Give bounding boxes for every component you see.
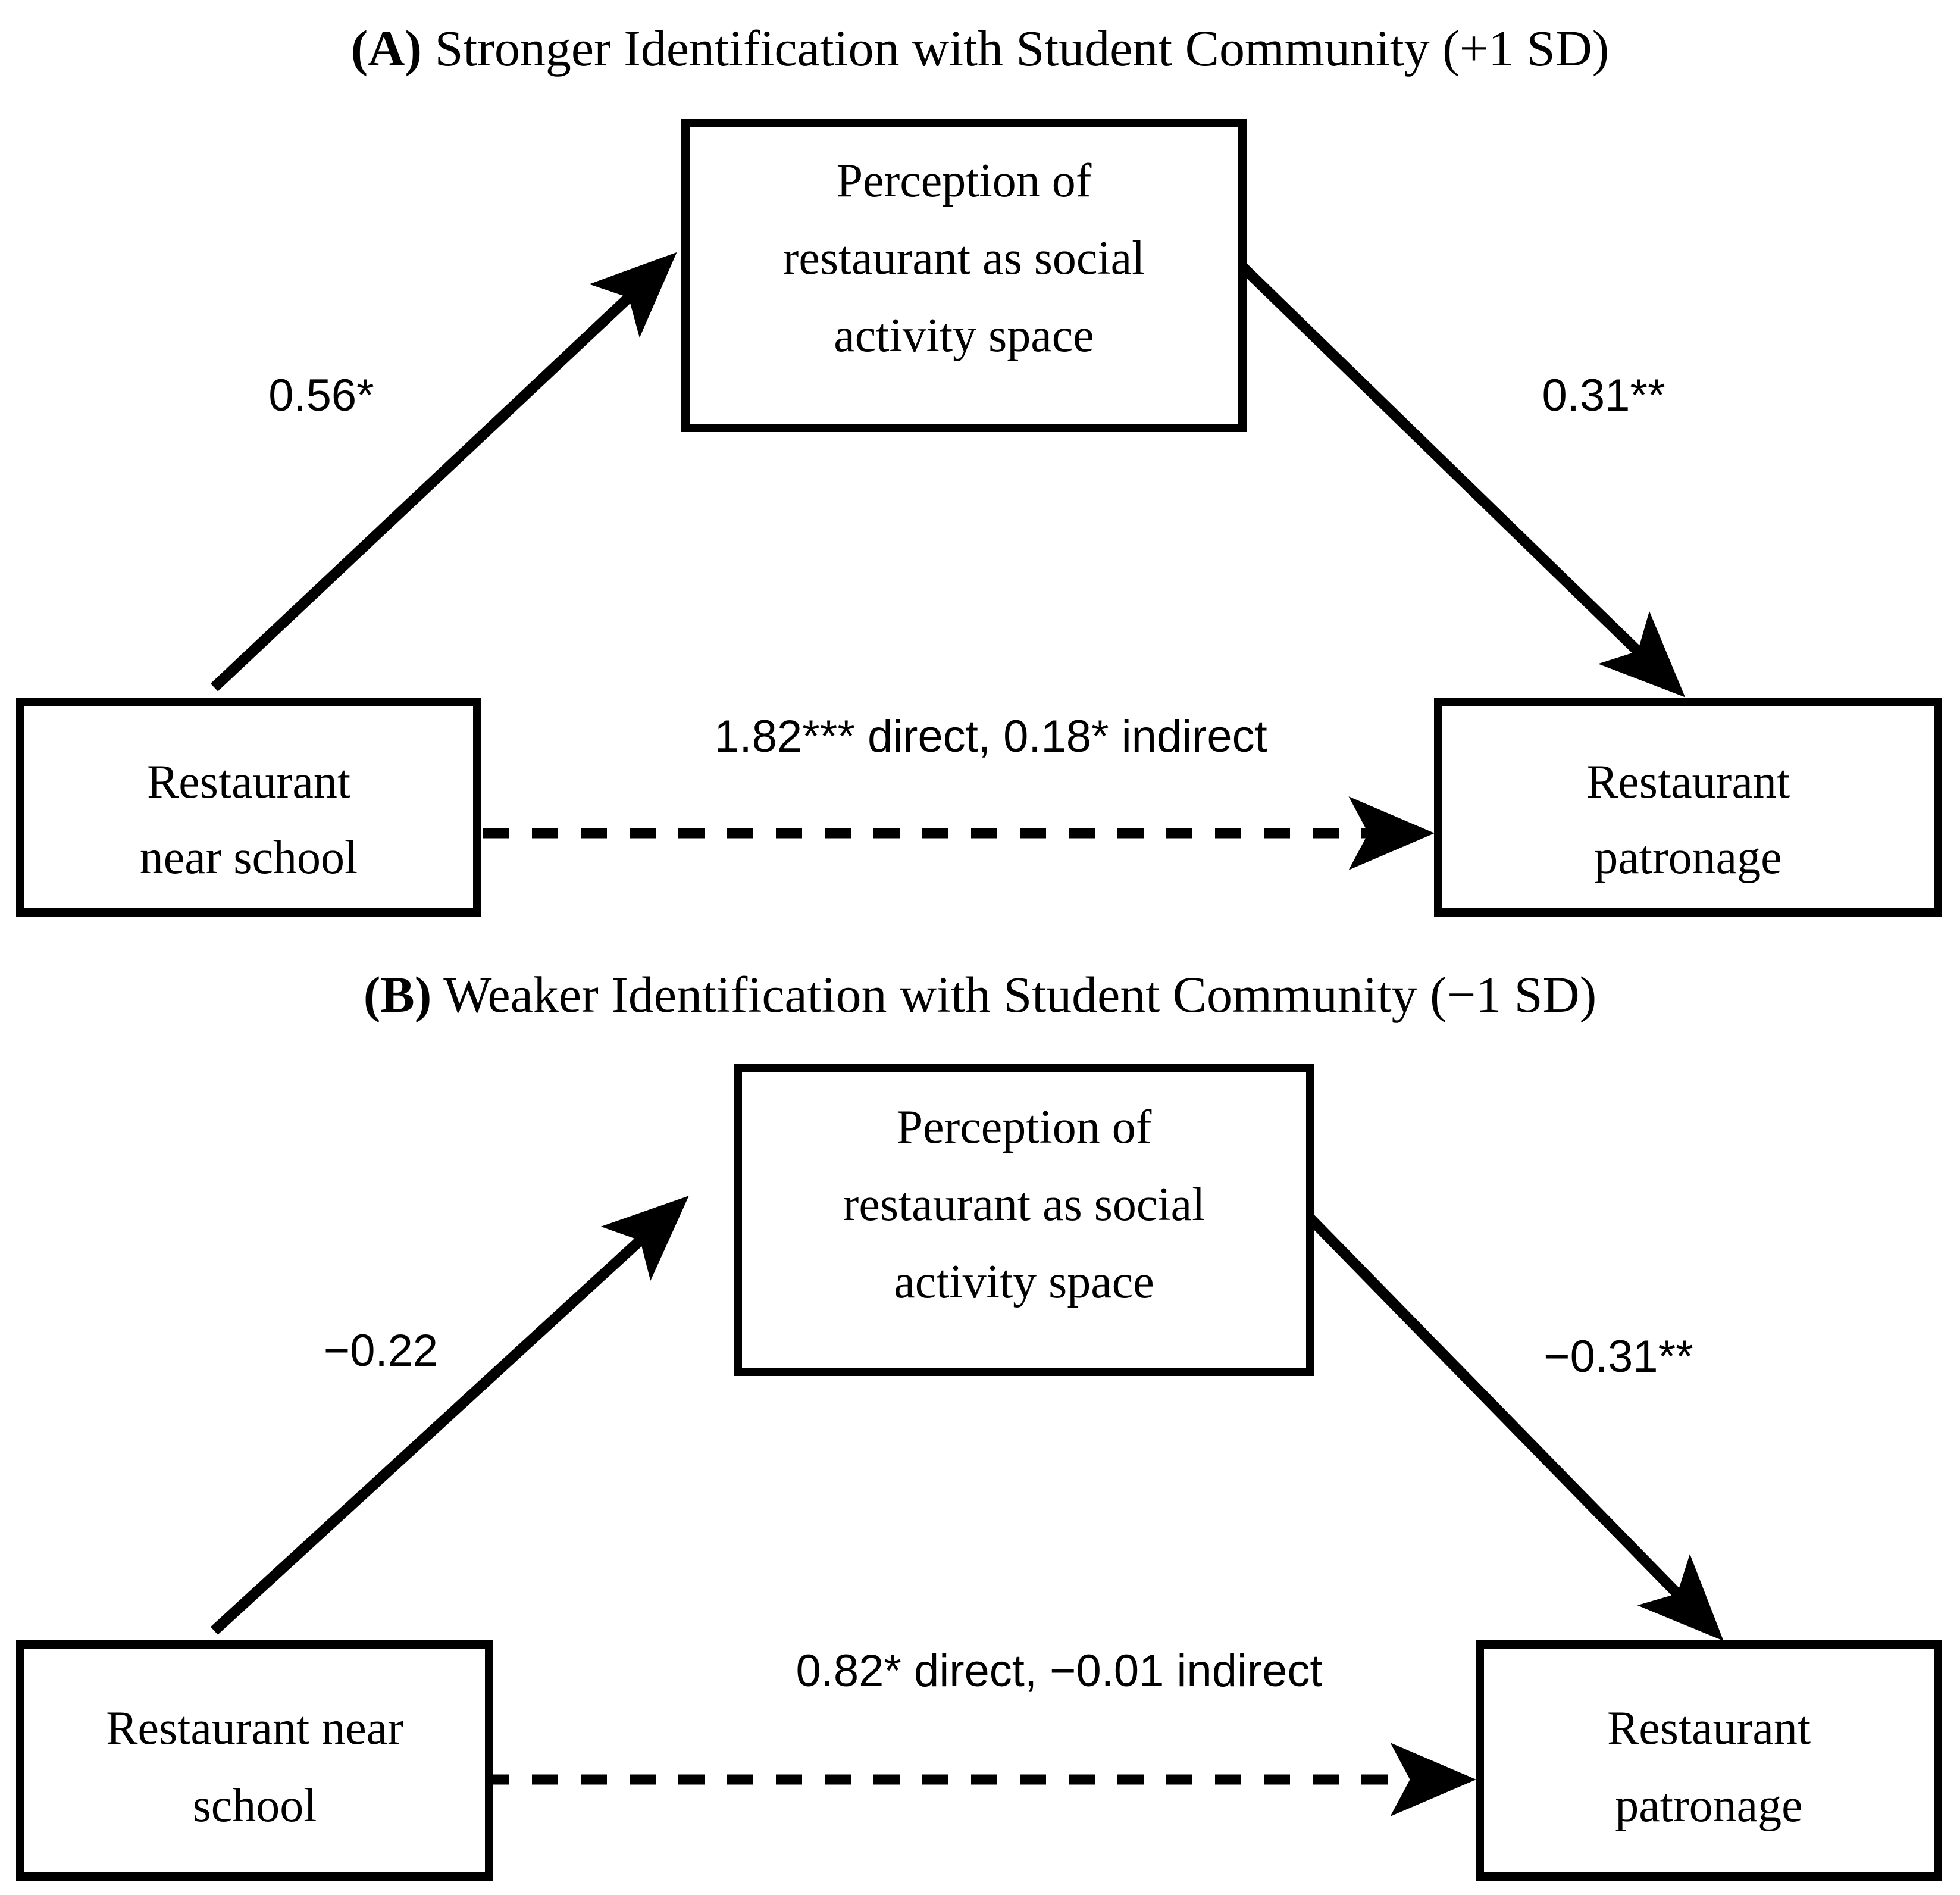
panel-a-mediator-line-1: Perception of: [837, 155, 1092, 207]
panel-b-predictor-line-1: Restaurant near: [106, 1702, 403, 1755]
panel-a-title: (A) Stronger Identification with Student…: [351, 20, 1610, 77]
panel-b: (B) Weaker Identification with Student C…: [16, 966, 1942, 1881]
panel-a-title-text: Stronger Identification with Student Com…: [422, 20, 1609, 77]
panel-a-predictor-line-1: Restaurant: [147, 756, 350, 808]
panel-b-outcome-line-1: Restaurant: [1607, 1702, 1811, 1755]
panel-a-path-b-arrow: [1239, 264, 1686, 698]
panel-a-path-b-label: 0.31**: [1542, 370, 1665, 421]
panel-b-mediator-line-3: activity space: [894, 1256, 1154, 1308]
panel-a-predictor-box: [16, 698, 481, 917]
panel-b-path-a-label: −0.22: [324, 1325, 438, 1376]
panel-a-title-prefix: (A): [351, 20, 422, 77]
panel-a-outcome-line-1: Restaurant: [1586, 756, 1790, 808]
panel-b-mediator-line-1: Perception of: [897, 1101, 1152, 1153]
panel-a-mediator-line-3: activity space: [834, 309, 1094, 362]
panel-b-mediator-box: [734, 1064, 1314, 1376]
panel-b-predictor-box: [16, 1640, 493, 1881]
panel-a-mediator-line-2: restaurant as social: [783, 232, 1145, 284]
panel-b-outcome-line-2: patronage: [1615, 1780, 1802, 1832]
panel-b-predictor-line-2: school: [193, 1780, 317, 1832]
panel-a-path-c-label: 1.82*** direct, 0.18* indirect: [714, 711, 1267, 762]
panel-b-title: (B) Weaker Identification with Student C…: [364, 966, 1597, 1023]
panel-a-path-a-arrow: [210, 252, 677, 692]
panel-b-path-b-arrow: [1302, 1210, 1724, 1641]
panel-a: (A) Stronger Identification with Student…: [16, 20, 1942, 917]
panel-b-path-c-label: 0.82* direct, −0.01 indirect: [796, 1646, 1322, 1696]
panel-a-outcome-box: [1434, 698, 1942, 917]
panel-b-outcome-box: [1476, 1640, 1942, 1881]
panel-a-path-a-label: 0.56*: [268, 370, 374, 421]
panel-a-mediator-box: [681, 119, 1247, 432]
panel-b-path-b-label: −0.31**: [1543, 1331, 1693, 1382]
panel-b-mediator-line-2: restaurant as social: [843, 1178, 1206, 1231]
panel-a-predictor-line-2: near school: [140, 831, 358, 884]
panel-b-path-a-arrow: [210, 1196, 689, 1635]
panel-a-outcome-line-2: patronage: [1594, 831, 1781, 884]
panel-b-title-prefix: (B): [364, 966, 432, 1023]
panel-b-title-text: Weaker Identification with Student Commu…: [431, 966, 1596, 1023]
